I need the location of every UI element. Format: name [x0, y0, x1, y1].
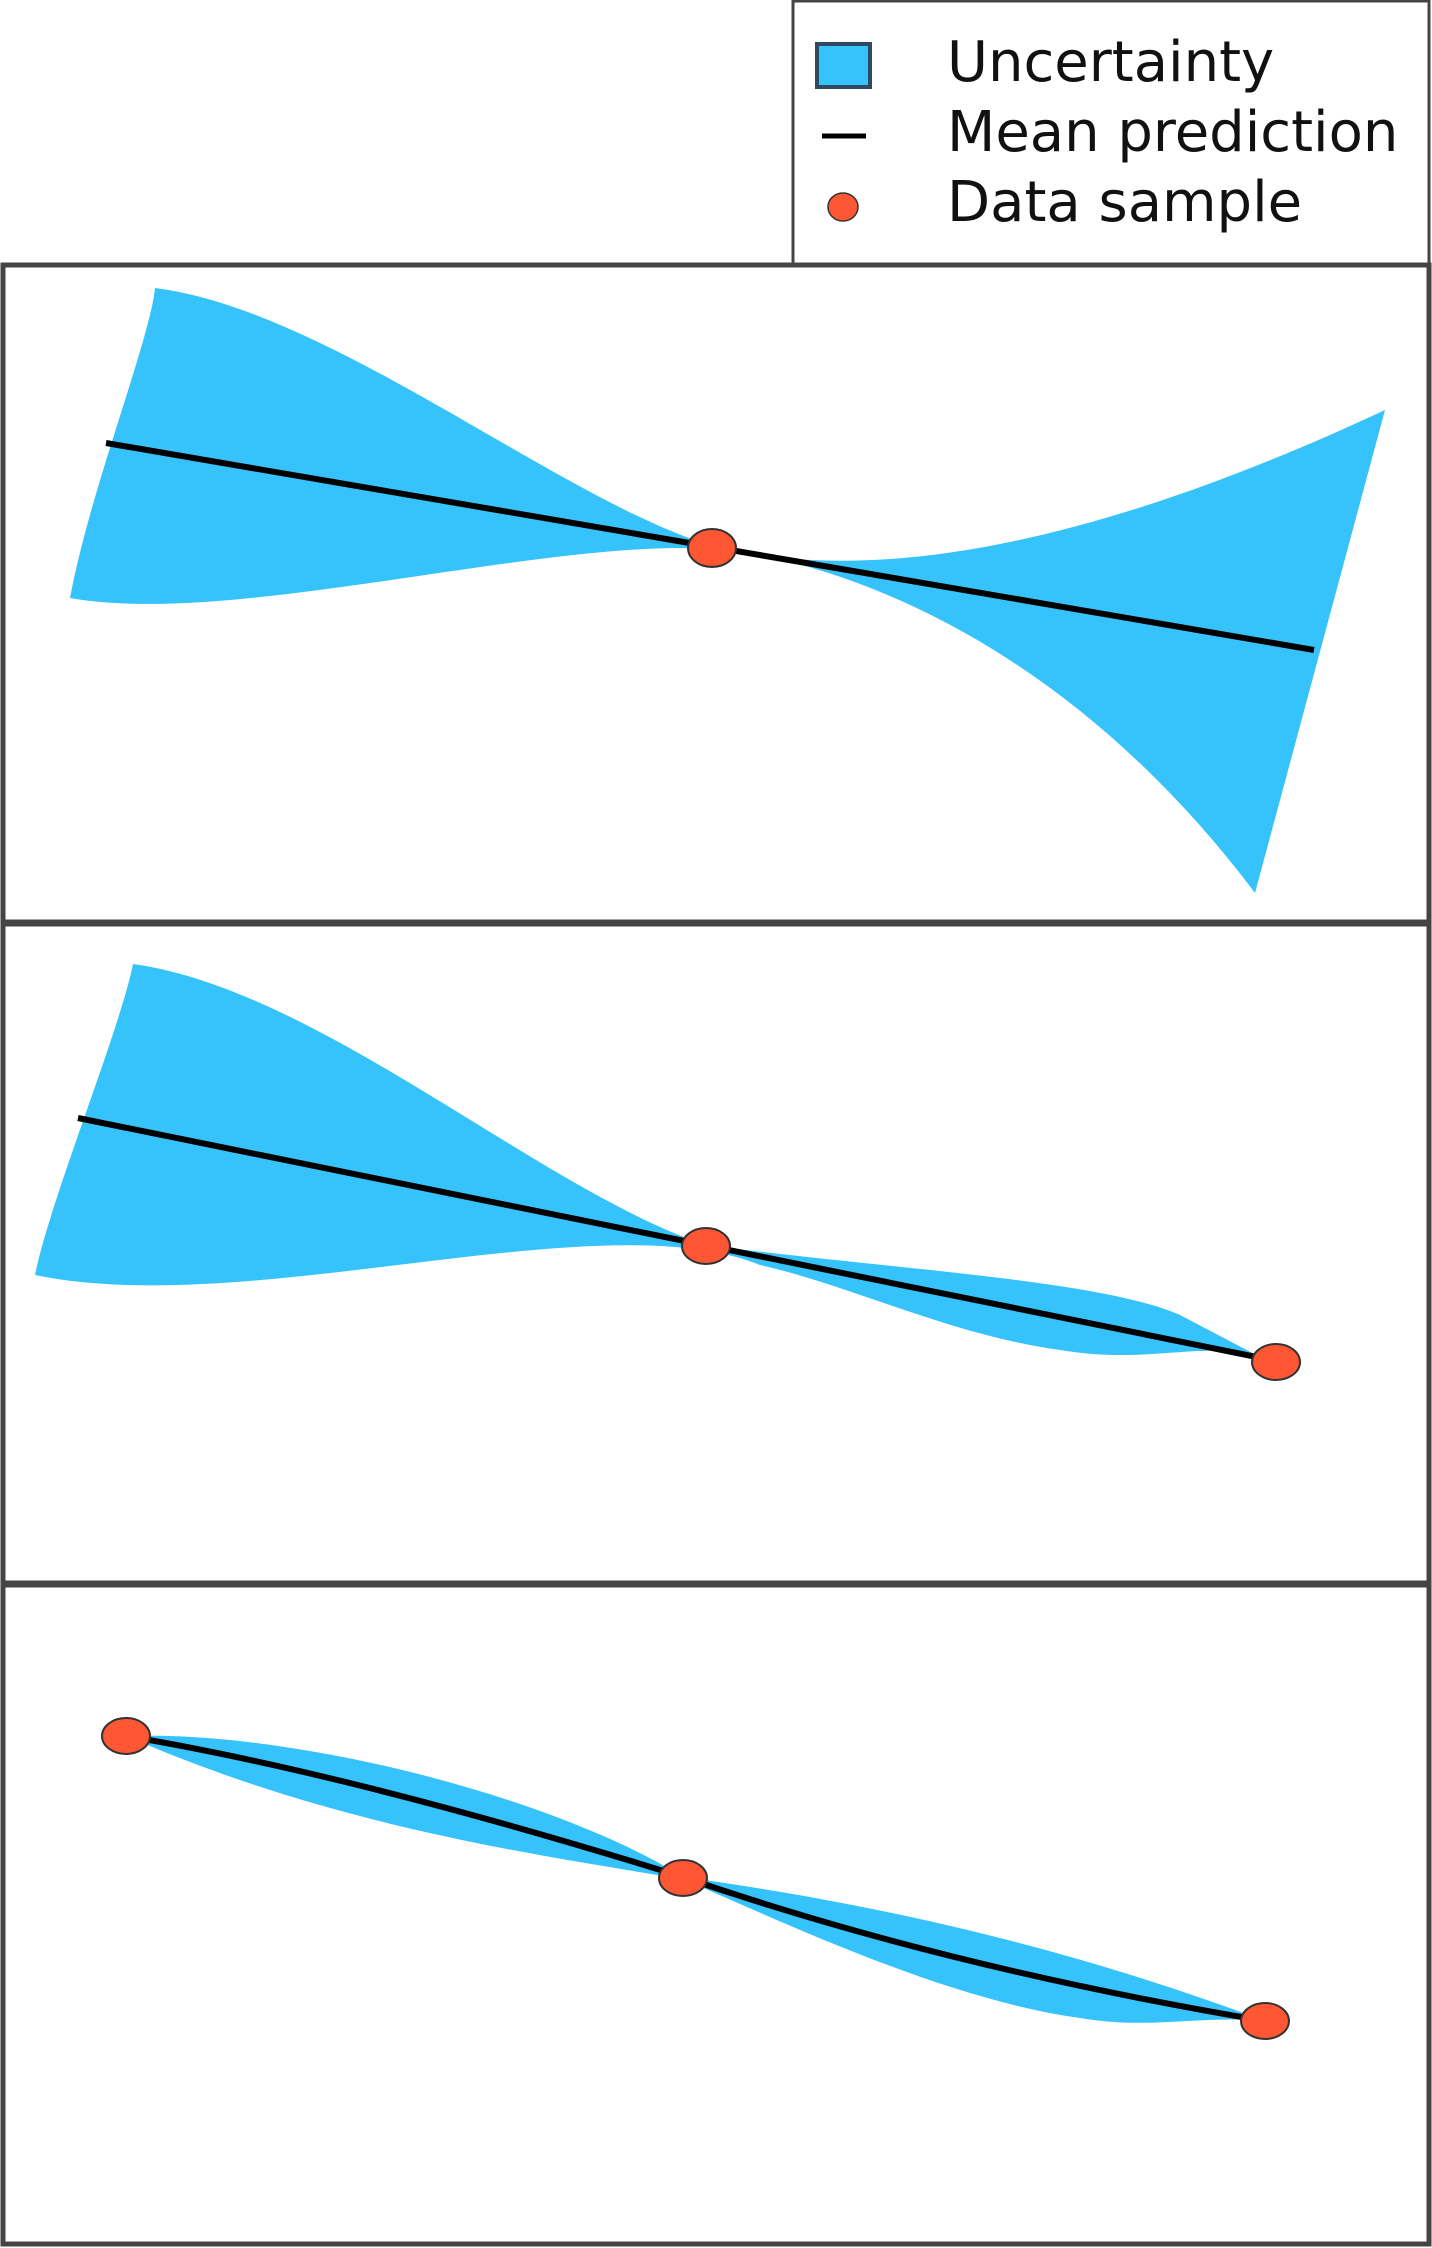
legend-label-mean-prediction: Mean prediction [947, 100, 1398, 165]
legend-label-uncertainty: Uncertainty [947, 30, 1274, 95]
panel-3-frame [0, 1582, 1432, 2247]
panel-2-data-point-1 [681, 1227, 731, 1265]
data-point-icon [827, 192, 859, 222]
legend-box [791, 0, 1431, 266]
panel-2 [0, 921, 1432, 1586]
panel-1 [0, 262, 1432, 925]
panel-1-uncertainty-band [70, 288, 1385, 893]
legend-label-data-sample: Data sample [947, 170, 1302, 235]
panel-3-data-point-2 [658, 1859, 708, 1897]
panel-2-uncertainty-band [35, 964, 1260, 1357]
panel-2-mean-line [77, 1115, 1277, 1364]
panel-3 [0, 1582, 1432, 2247]
legend: Uncertainty Mean prediction Data sample [791, 0, 1431, 266]
panel-2-data-point-2 [1251, 1343, 1301, 1381]
uncertainty-swatch-icon [815, 42, 872, 89]
panel-3-data-point-3 [1240, 2002, 1290, 2040]
panel-1-data-point [687, 528, 737, 568]
panel-3-data-point-1 [101, 1717, 151, 1755]
